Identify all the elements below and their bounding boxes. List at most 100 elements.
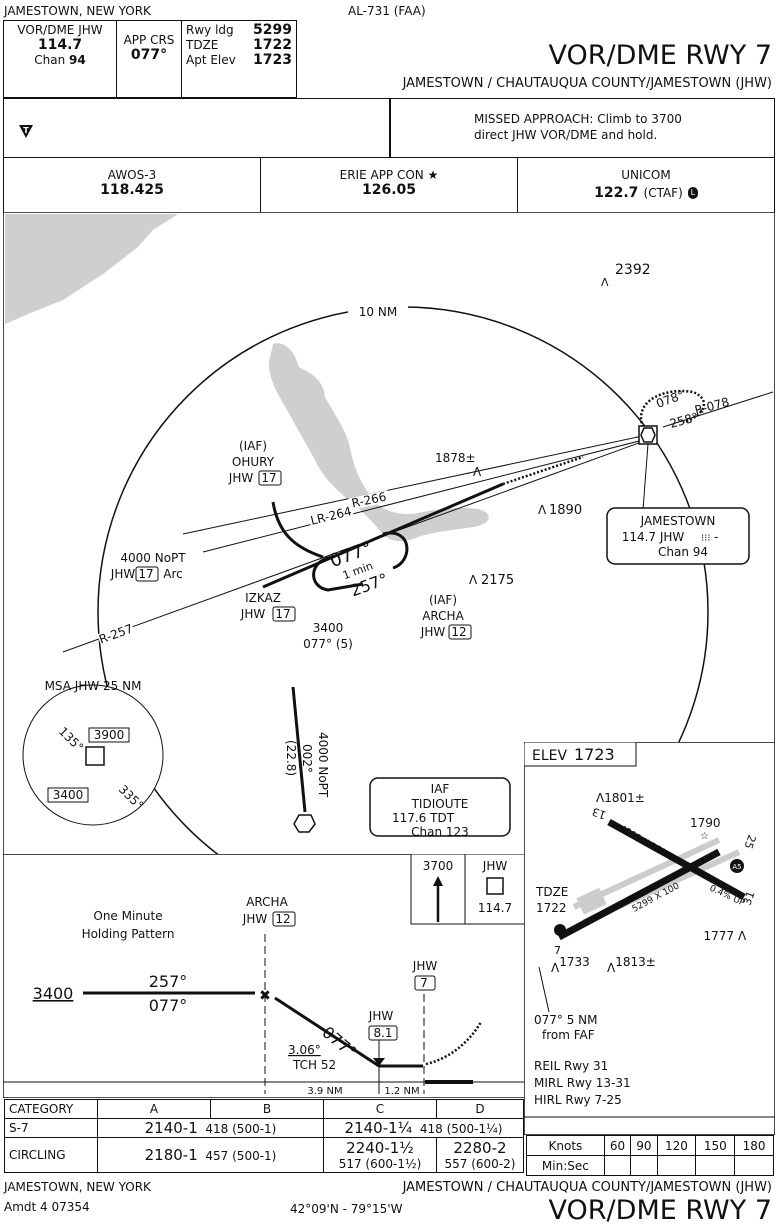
faf-note-2: from FAF xyxy=(542,1028,595,1042)
comm-freq: 126.05 xyxy=(361,182,417,198)
rwy-label-25: 25 xyxy=(741,833,758,851)
jamestown-vor-box xyxy=(606,507,750,565)
mins-cd-main: 2140-1¼ xyxy=(344,1119,413,1137)
minsec-label: Min:Sec xyxy=(526,1155,605,1176)
fix-7-ref: JHW xyxy=(412,959,438,973)
mins-c-sub: 517 (600-1½) xyxy=(338,1157,422,1171)
rwy-label-7: 7 xyxy=(554,944,561,957)
runway-profile xyxy=(425,1080,473,1084)
profile-archa-dme: 12 xyxy=(275,912,290,926)
comm-awos: AWOS-3 118.425 xyxy=(4,158,261,212)
terrain-icon: Λ xyxy=(738,929,747,943)
faf-icon xyxy=(373,1058,385,1066)
morse-code-icon: ⁝⁝⁝ ⁃ xyxy=(701,533,719,544)
arc-dme: 17 xyxy=(138,567,153,581)
hold-alt: 3400 xyxy=(33,984,74,1003)
msa-title: MSA JHW 25 NM xyxy=(45,679,142,693)
msa-sector-b: 3400 xyxy=(53,788,84,802)
comm-freq: 122.7 xyxy=(594,185,639,201)
lighting-reil: REIL Rwy 31 xyxy=(534,1059,608,1073)
tidioute-route-course: 002° xyxy=(300,744,314,773)
fix-81-ref: JHW xyxy=(368,1009,394,1023)
rwy-ldg-value: 5299 xyxy=(253,22,292,38)
rwy-label-31: 31 xyxy=(741,889,758,907)
obstacle-elev: 1777 xyxy=(703,929,734,943)
hold-title: One Minute xyxy=(93,909,162,923)
header-cat-d: D xyxy=(436,1099,524,1119)
speed-cell: 150 xyxy=(695,1135,736,1156)
hold-out: 257° xyxy=(149,972,188,991)
pilot-controlled-lighting-icon: L xyxy=(687,186,698,199)
speed-cell: 120 xyxy=(656,1135,697,1156)
tidioute-route xyxy=(291,686,307,813)
apt-elev-value: 1723 xyxy=(253,52,292,68)
time-cell xyxy=(734,1155,774,1176)
terrain-icon: Λ xyxy=(469,573,478,587)
arc-suffix: Arc xyxy=(163,567,182,581)
missed-vor-icon xyxy=(486,877,504,895)
header-cat-b: B xyxy=(210,1099,324,1119)
archa-dme: 12 xyxy=(451,625,466,639)
tdze-label: TDZE xyxy=(186,38,219,52)
terrain-elev: 2392 xyxy=(615,262,651,278)
comm-suffix: (CTAF) xyxy=(643,186,683,200)
app-crs-value: 077° xyxy=(130,47,168,63)
row-category: CIRCLING xyxy=(4,1137,98,1173)
comm-unicom: UNICOM 122.7 (CTAF) L xyxy=(518,158,774,212)
footer-procedure-title: VOR/DME RWY 7 xyxy=(548,1195,772,1226)
beacon-icon: ☆ xyxy=(700,831,709,842)
climb-alt: 3700 xyxy=(423,859,454,873)
terrain-elev: 1890 xyxy=(549,503,582,518)
terrain-icon: Λ xyxy=(601,276,609,289)
obstacle-elev: Λ1801± xyxy=(596,791,645,805)
atis-badge-icon xyxy=(730,859,744,873)
dist-1: 3.9 NM xyxy=(307,1086,342,1097)
lighting-hirl: HIRL Rwy 7-25 xyxy=(534,1093,622,1107)
jamestown-vor-chan: Chan 94 xyxy=(658,545,708,559)
tdze-value: 1722 xyxy=(253,37,292,53)
runway-13-31 xyxy=(607,818,746,901)
missed-approach-arrow xyxy=(425,1021,483,1066)
header-cat-c: C xyxy=(323,1099,437,1119)
ohury-dme-ref: JHW xyxy=(228,471,254,485)
fix-81-dme: 8.1 xyxy=(373,1026,392,1040)
footer-coords: 42°09'N - 79°15'W xyxy=(290,1202,403,1216)
radial-266-line xyxy=(182,434,648,535)
time-cell xyxy=(630,1155,658,1176)
terrain-elev: 1878± xyxy=(435,451,476,465)
header-category: CATEGORY xyxy=(4,1099,98,1119)
mins-d-main: 2280-2 xyxy=(453,1139,507,1157)
tidioute-role: IAF xyxy=(431,782,450,796)
minimums-header-row: CATEGORY A B C D xyxy=(4,1099,524,1119)
row-category: S-7 xyxy=(4,1118,98,1138)
svg-text:T: T xyxy=(23,126,29,135)
izkaz-dme-ref: JHW xyxy=(240,607,266,621)
rwy-ldg-label: Rwy ldg xyxy=(186,23,234,37)
comm-freq: 118.425 xyxy=(100,182,164,198)
apt-elev-label: Apt Elev xyxy=(186,53,236,67)
comms-bar: AWOS-3 118.425 ERIE APP CON ★ 126.05 UNI… xyxy=(3,157,775,213)
profile-view: One Minute Holding Pattern 3400 257° 077… xyxy=(3,854,525,1098)
footer-location: JAMESTOWN, NEW YORK xyxy=(4,1180,151,1194)
app-crs-box: APP CRS 077° xyxy=(116,20,182,98)
airport-name: JAMESTOWN / CHAUTAUQUA COUNTY/JAMESTOWN … xyxy=(402,76,772,91)
airport-diagram: ELEV 1723 5299 X 100 4500 X 100 0.4% UP … xyxy=(524,742,775,1135)
chart-id: AL-731 (FAA) xyxy=(348,4,426,18)
comm-label: ERIE APP CON ★ xyxy=(339,168,439,182)
tdze-value: 1722 xyxy=(536,901,567,915)
elev-value: 1723 xyxy=(574,745,615,764)
archa-name: ARCHA xyxy=(422,609,464,623)
holding-pattern-end xyxy=(382,531,409,570)
izkaz-name: IZKAZ xyxy=(245,591,281,605)
jamestown-vor-name: JAMESTOWN xyxy=(640,514,716,528)
archa-role: (IAF) xyxy=(429,593,457,607)
missed-nav-id: JHW xyxy=(482,859,508,873)
speed-cell: 180 xyxy=(734,1135,774,1156)
segment-course: 077° (5) xyxy=(303,637,353,651)
runway-info-box: Rwy ldg 5299 TDZE 1722 Apt Elev 1723 xyxy=(181,20,297,98)
mins-ab-main: 2140-1 xyxy=(144,1119,198,1137)
arc-alt: 4000 NoPT xyxy=(120,551,186,565)
speed-cell: 90 xyxy=(630,1135,658,1156)
speed-cell: 60 xyxy=(603,1135,632,1156)
header-location: JAMESTOWN, NEW YORK xyxy=(4,4,151,18)
